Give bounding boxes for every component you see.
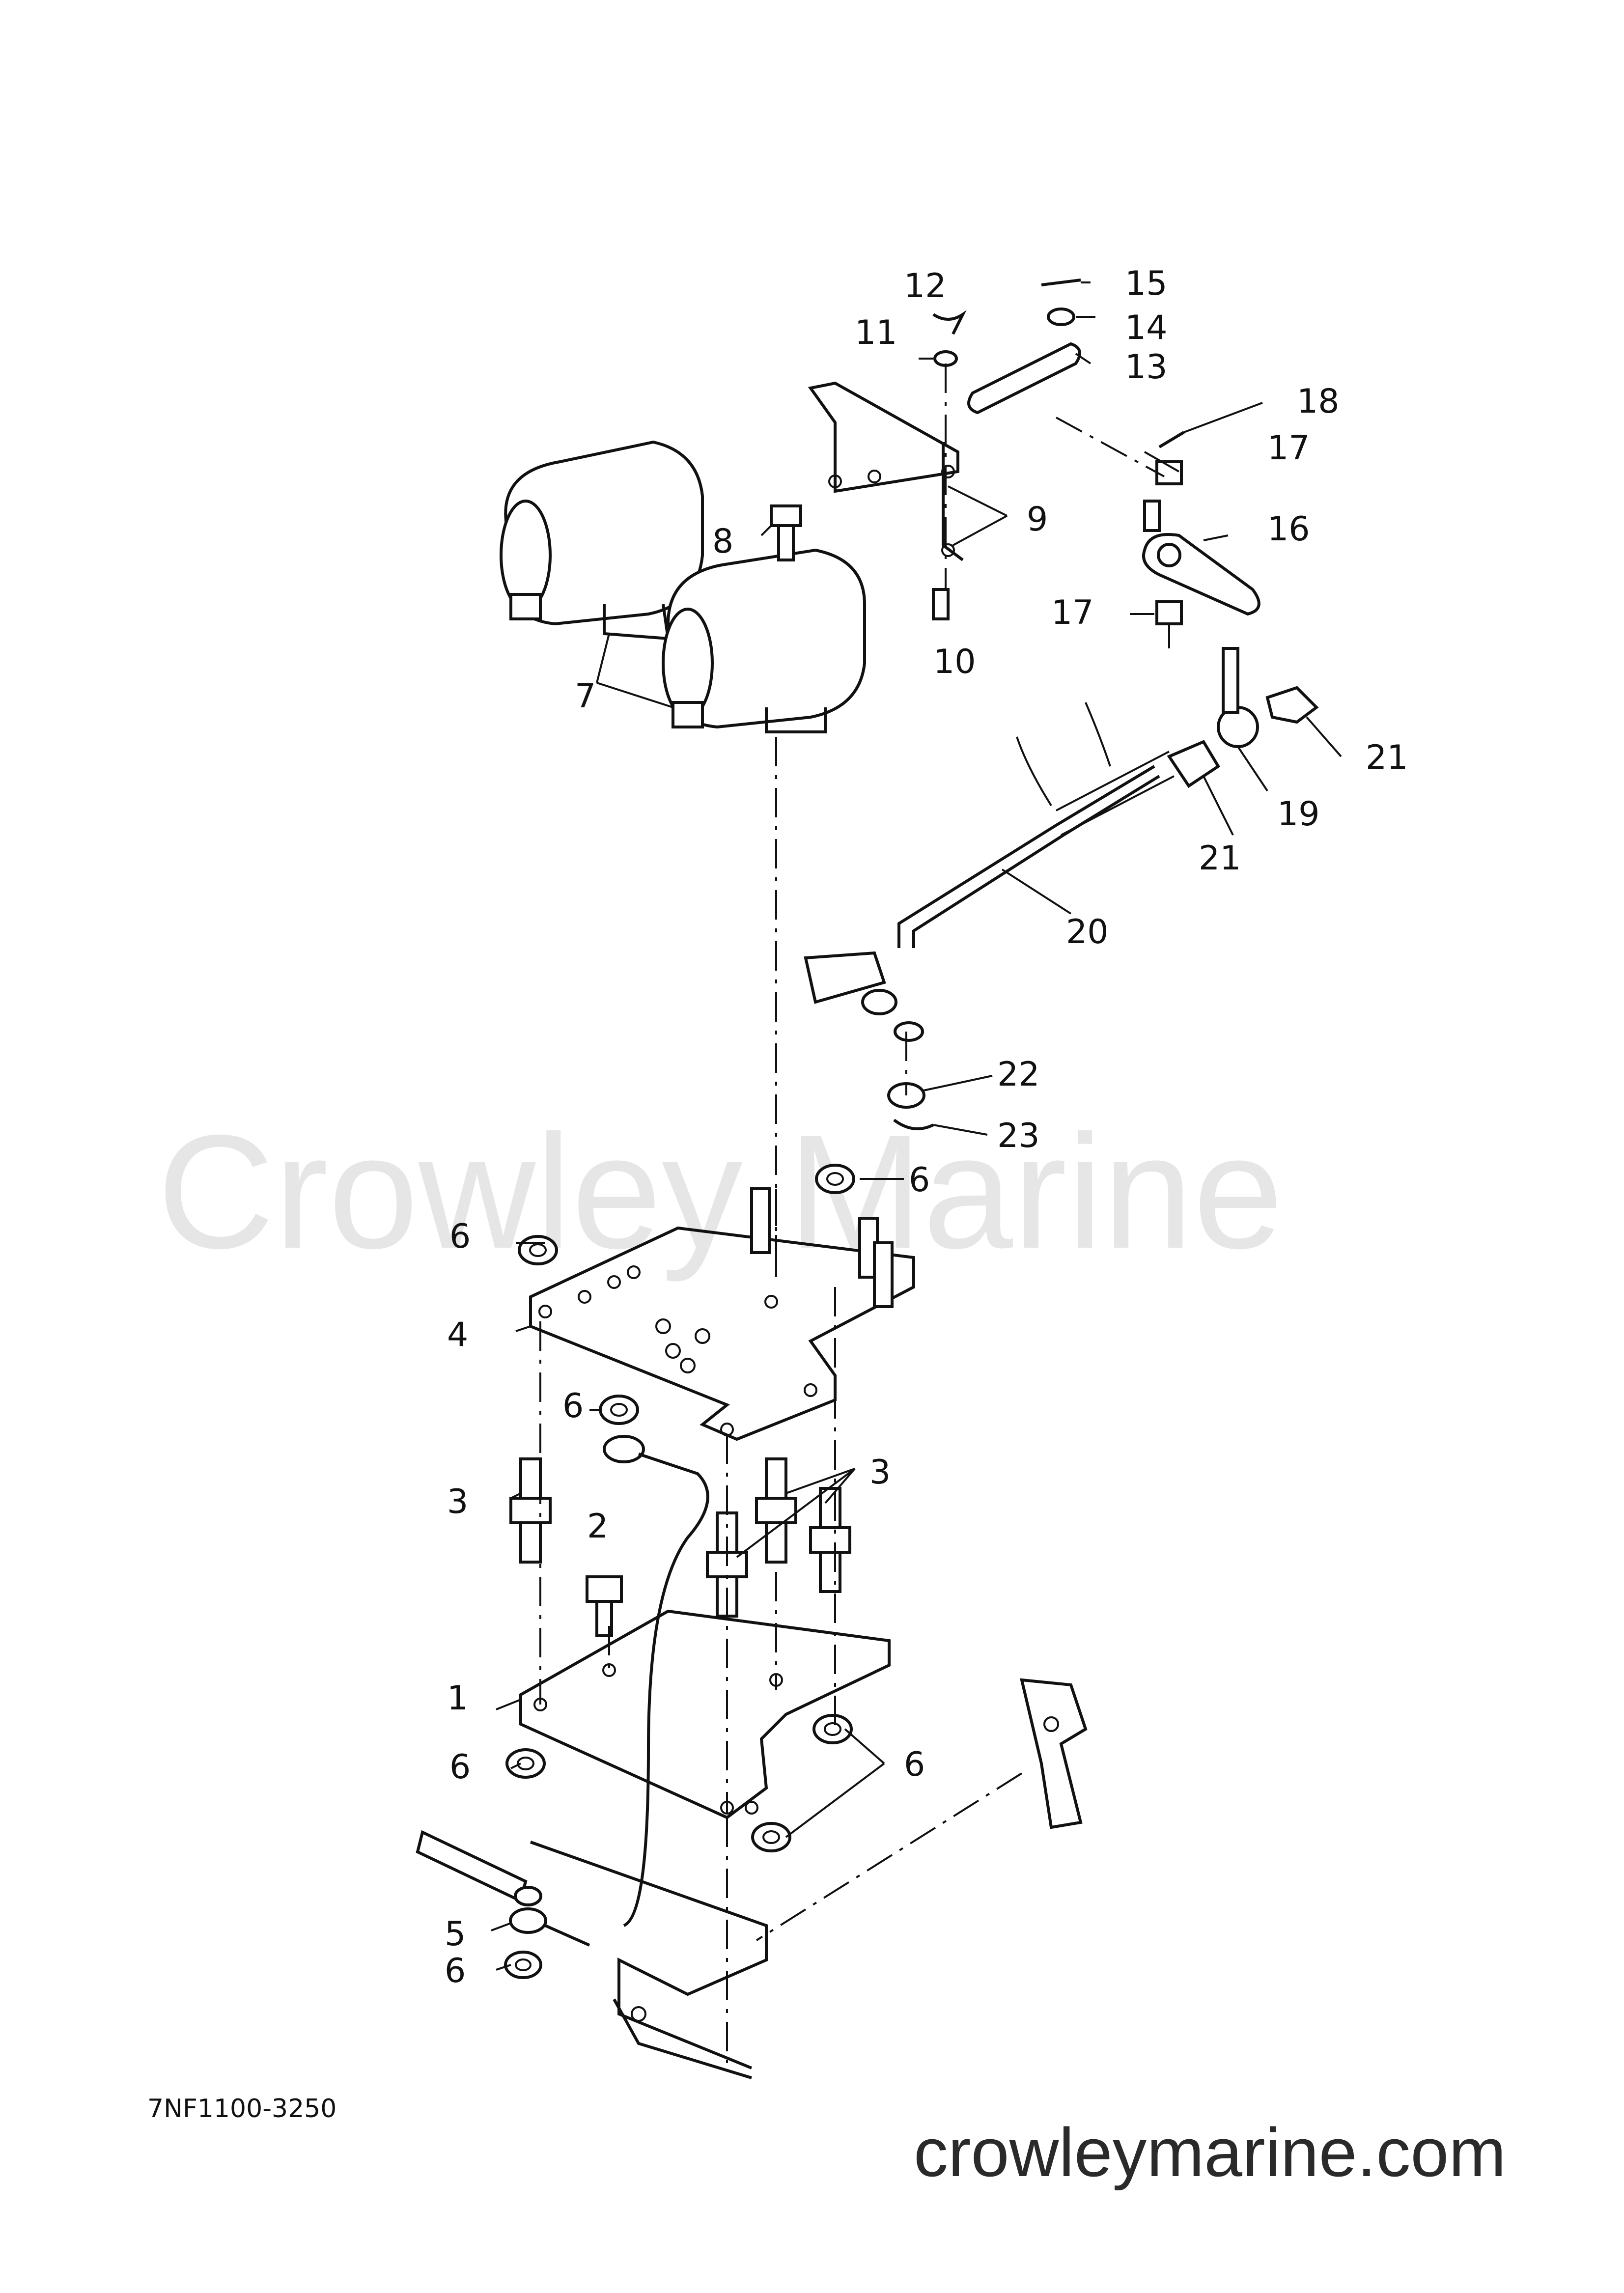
wires-20 [1016,702,1111,807]
callout-6-a: 6 [449,1217,471,1256]
mount-3-left [509,1457,552,1564]
callout-6-d: 6 [904,1745,925,1784]
callout-4: 4 [447,1315,468,1354]
posts [750,1187,894,1308]
callout-10: 10 [933,643,976,681]
callout-18: 18 [1297,382,1340,421]
callout-3-left: 3 [447,1482,468,1521]
callouts: 1 2 3 3 4 5 6 6 6 6 6 6 7 8 9 10 11 12 1… [445,264,1408,1990]
callout-5: 5 [445,1915,466,1954]
clip-18 [1158,431,1185,448]
clip-12 [932,310,967,335]
callout-21-center: 21 [1199,839,1241,878]
lead-5 [509,1907,590,1947]
nut-6-a [518,1235,558,1265]
bolt-8 [770,504,802,561]
diagram-code: 7NF1100-3250 [147,2094,336,2124]
ground-lead [603,1435,709,1927]
bushing-17-upper [1155,460,1183,485]
clip-23 [893,1119,934,1130]
bushing-17-lower [1155,600,1183,625]
lever-16 [1142,500,1260,616]
callout-17-upper: 17 [1267,429,1310,468]
callout-3-right: 3 [869,1453,891,1492]
washer-11 [933,350,958,367]
callout-16: 16 [1267,510,1310,549]
bottom-bracket [530,1841,768,2079]
callout-12: 12 [904,267,947,306]
nut-6-c [599,1395,639,1425]
bolt-2 [586,1575,623,1637]
callout-9: 9 [1027,500,1048,539]
leader-lines [491,281,1342,1971]
callout-22: 22 [997,1055,1040,1094]
callout-6-c: 6 [562,1387,584,1426]
callout-6-b: 6 [909,1161,930,1200]
nut-6-f [505,1748,546,1779]
watermark-text: Crowley Marine [157,1101,1283,1283]
link-13 [967,342,1081,415]
callout-1: 1 [447,1679,468,1718]
callout-23: 23 [997,1117,1040,1155]
callout-6-e: 6 [449,1748,471,1787]
cable-end [416,1830,542,1906]
mount-3-c [809,1487,851,1593]
callout-14: 14 [1125,308,1168,347]
callout-15: 15 [1125,264,1168,303]
mount-3-b [755,1457,797,1564]
nut-6-g [504,1951,542,1979]
solenoid-upper [500,440,704,641]
callout-13: 13 [1125,348,1168,387]
assembly-lines [539,364,1170,2063]
clip-15 [1041,279,1081,286]
throttle-rod-20 [897,740,1221,948]
callout-21-right: 21 [1366,738,1408,777]
nut-6-e [751,1822,791,1852]
callout-8: 8 [712,522,733,561]
right-bracket [1020,1678,1088,1829]
website-url: crowleymarine.com [914,2114,1506,2191]
callout-20: 20 [1066,913,1109,951]
callout-11: 11 [855,313,897,352]
washer-14 [1047,308,1075,326]
solenoid-bracket [808,381,964,561]
callout-2: 2 [587,1507,608,1546]
throttle-arm [804,951,924,1042]
callout-17-lower: 17 [1051,593,1094,632]
callout-6-f: 6 [445,1952,466,1990]
callout-19: 19 [1277,795,1320,834]
nut-6-d [812,1714,853,1744]
callout-7: 7 [575,677,596,716]
nut-6-b [815,1164,855,1194]
solenoid-lower [662,548,866,733]
socket-21-right [1265,686,1319,724]
joint-19 [1217,647,1259,748]
pin-10 [932,588,950,620]
